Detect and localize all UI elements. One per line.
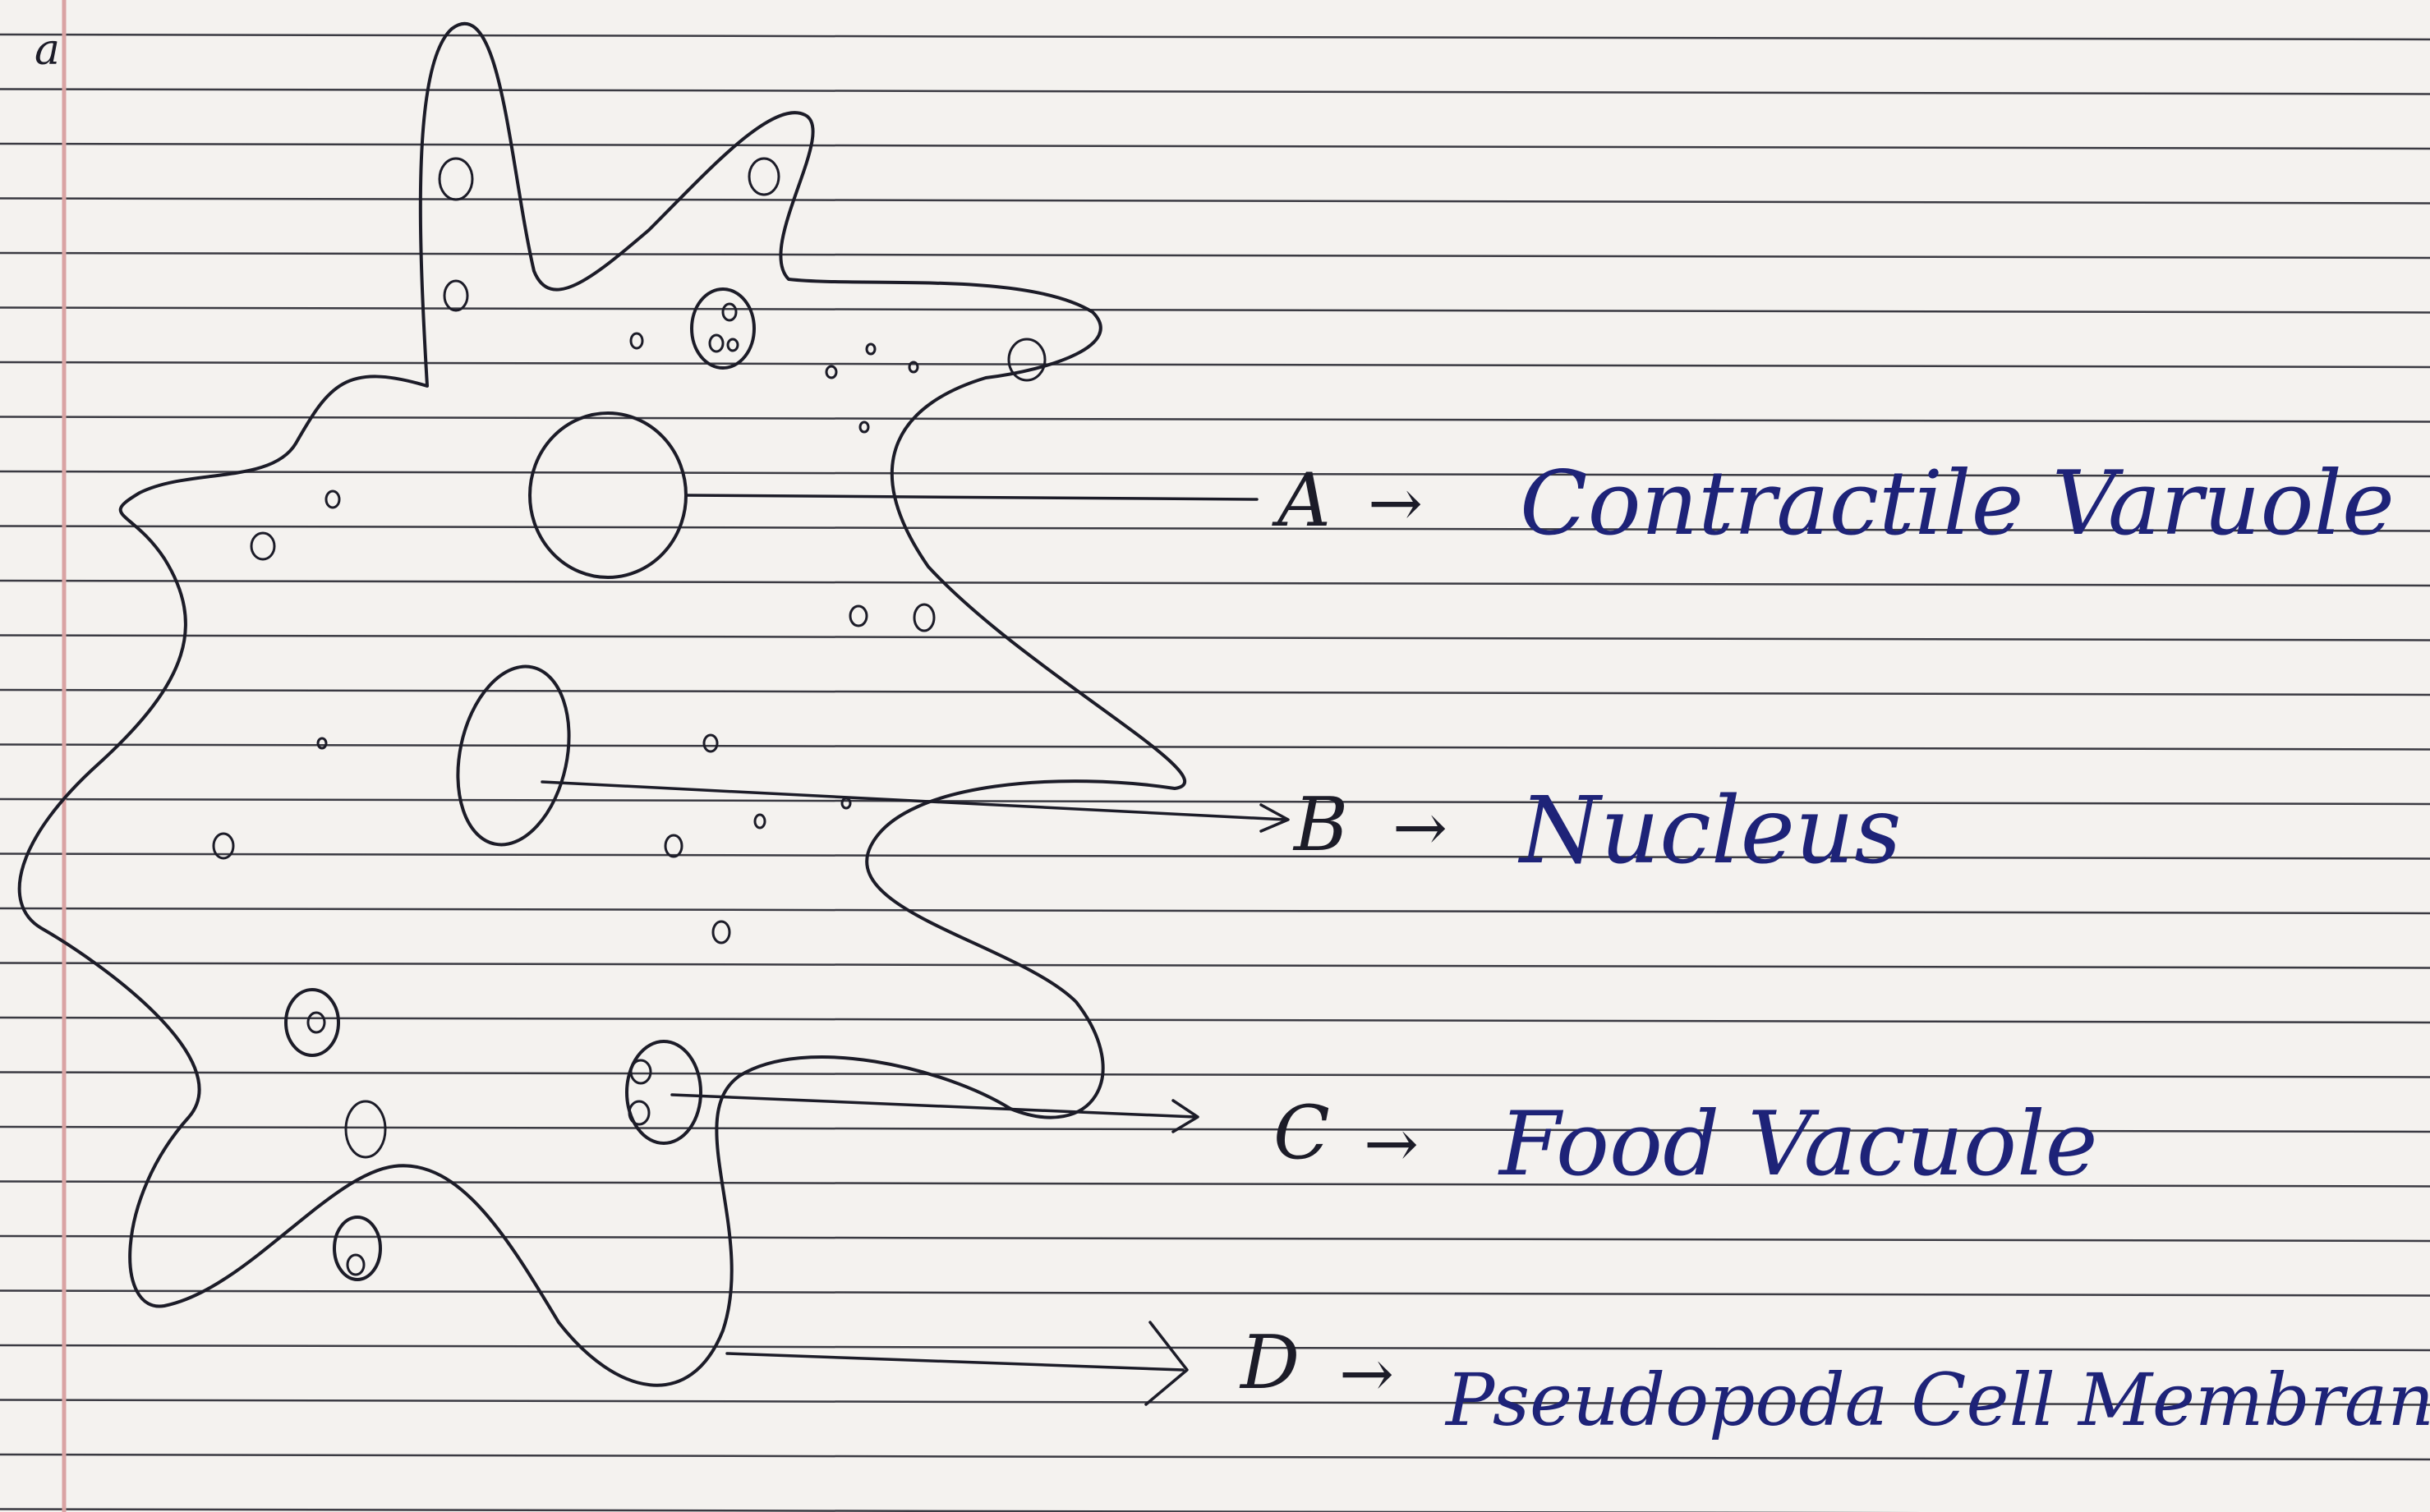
ruled-line xyxy=(0,1344,2430,1352)
ruled-line xyxy=(0,1180,2430,1188)
arrowhead-c xyxy=(1171,1099,1199,1133)
label-letter-b: B xyxy=(1292,782,1348,868)
ruled-line xyxy=(0,142,2430,150)
food-vacuole-small xyxy=(690,287,756,370)
ruled-line xyxy=(0,416,2430,423)
arrowhead-d xyxy=(1144,1321,1189,1406)
ruled-line xyxy=(0,797,2430,806)
ruled-line xyxy=(0,1399,2430,1406)
label-letter-a: A xyxy=(1272,457,1331,544)
ruled-line xyxy=(0,743,2430,751)
ruled-line xyxy=(0,1016,2430,1024)
ruled-line xyxy=(0,251,2430,260)
cytoplasm-granules xyxy=(212,157,1047,1159)
ruled-line xyxy=(0,1234,2430,1243)
notebook-ruled-lines xyxy=(0,33,2430,1512)
label-letter-d: D xyxy=(1239,1320,1300,1406)
ruled-line xyxy=(0,470,2430,478)
ruled-line xyxy=(0,634,2430,641)
ruled-line xyxy=(0,88,2430,95)
arrowhead-b xyxy=(1259,803,1290,833)
label-contractile-vacuole: Contractile Varuole xyxy=(1520,453,2395,555)
ruled-line xyxy=(0,1453,2430,1461)
label-pointers xyxy=(541,494,1290,1406)
ruled-line xyxy=(0,579,2430,587)
label-letter-c: C xyxy=(1273,1090,1330,1176)
label-food-vacuole: Food Vacuole xyxy=(1498,1093,2098,1196)
ruled-line xyxy=(0,1125,2430,1133)
ruled-line xyxy=(0,525,2430,532)
food-particle xyxy=(628,1100,651,1126)
food-particle xyxy=(708,333,725,353)
food-particle xyxy=(629,1059,652,1085)
amoeba-cell-outline xyxy=(17,21,1187,1387)
ruled-line xyxy=(0,853,2430,860)
food-particle xyxy=(726,338,739,352)
ruled-line xyxy=(0,688,2430,696)
food-particle xyxy=(346,1253,366,1276)
ruled-line xyxy=(0,907,2430,915)
food-particle xyxy=(721,302,738,322)
label-arrow-b: → xyxy=(1392,789,1447,866)
corner-mark: a xyxy=(35,25,60,75)
ruled-line xyxy=(0,1508,1924,1512)
pointer-line-c xyxy=(670,1093,1197,1119)
label-nucleus: Nucleus xyxy=(1517,778,1902,885)
nucleus xyxy=(456,664,571,847)
ruled-line xyxy=(0,962,2430,969)
label-arrow-d: → xyxy=(1339,1335,1394,1412)
contractile-vacuole xyxy=(528,411,688,579)
ruled-line xyxy=(0,33,2430,41)
label-arrow-a: → xyxy=(1368,465,1423,541)
label-arrow-c: → xyxy=(1364,1105,1419,1182)
pointer-line-d xyxy=(725,1352,1185,1372)
food-particle xyxy=(306,1011,326,1034)
food-vacuole xyxy=(625,1040,702,1145)
pointer-line-a xyxy=(684,494,1259,501)
pointer-line-b xyxy=(541,780,1287,821)
label-pseudopoda-cell-membrane: Pseudopoda Cell Membrane xyxy=(1444,1358,2430,1442)
ruled-line xyxy=(0,306,2430,314)
ruled-line xyxy=(0,1289,2430,1297)
ruled-line xyxy=(0,1071,2430,1078)
ruled-line xyxy=(0,361,2430,369)
food-vacuole-small xyxy=(333,1216,382,1281)
ruled-line xyxy=(0,197,2430,205)
food-vacuole-small xyxy=(284,988,340,1057)
